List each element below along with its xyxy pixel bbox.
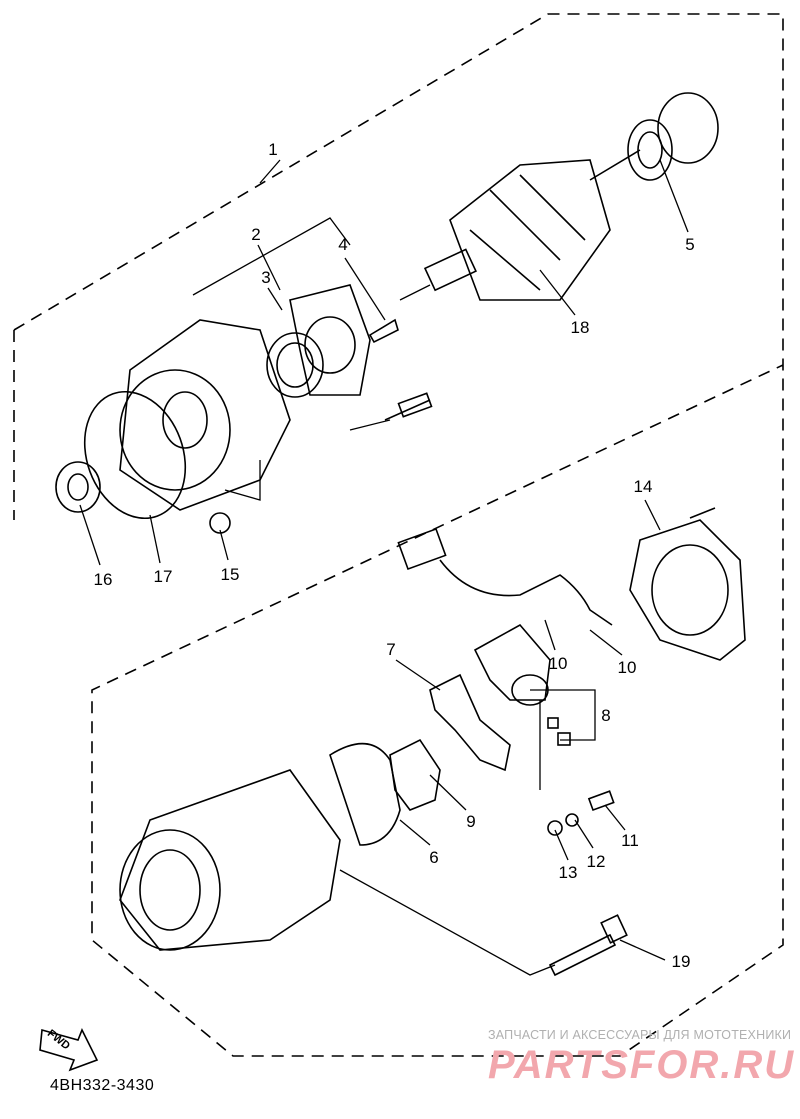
part-bracket-7 xyxy=(429,673,511,772)
part-stator-housing xyxy=(119,769,341,951)
part-rear-cover-14 xyxy=(629,507,746,661)
watermark-tagline: ЗАПЧАСТИ И АКСЕССУАРЫ ДЛЯ МОТОТЕХНИКИ xyxy=(488,1028,792,1042)
part-bolt-19 xyxy=(548,914,628,977)
part-o-ring-17 xyxy=(83,390,187,520)
callout-number: 15 xyxy=(220,565,240,584)
part-wire-connector xyxy=(397,527,613,626)
callout-number: 9 xyxy=(466,812,476,831)
callout-number: 19 xyxy=(671,952,691,971)
callout-number: 5 xyxy=(685,235,695,254)
callout-number: 13 xyxy=(558,863,578,882)
callout-number: 4 xyxy=(338,235,348,254)
fwd-arrow-icon xyxy=(39,1028,99,1072)
part-brush-holder-8 xyxy=(473,623,571,746)
callout-number: 12 xyxy=(586,852,606,871)
part-rotor-18 xyxy=(423,149,641,301)
callout-number: 1 xyxy=(268,140,278,159)
part-screw-4 xyxy=(368,318,433,421)
diagram-code: 4BH332-3430 xyxy=(50,1077,155,1094)
callout-number: 10 xyxy=(548,654,568,673)
part-front-housing xyxy=(119,319,291,511)
callout-number: 8 xyxy=(601,706,611,725)
part-nut-15 xyxy=(209,512,231,534)
callout-number: 16 xyxy=(93,570,113,589)
callout-number: 6 xyxy=(429,848,439,867)
part-seal-3 xyxy=(266,332,324,398)
part-bearing-16 xyxy=(55,461,101,513)
callout-number: 11 xyxy=(621,831,639,850)
assembly-boundary xyxy=(13,13,784,1057)
callout-number: 3 xyxy=(261,268,271,287)
callout-number: 14 xyxy=(633,477,653,496)
callout-number: 17 xyxy=(153,567,173,586)
callout-number: 2 xyxy=(251,225,261,244)
part-diode-plate-6 xyxy=(329,742,401,846)
part-plate-2 xyxy=(289,284,371,396)
callout-number: 7 xyxy=(386,640,396,659)
part-bearing-5 xyxy=(627,92,719,181)
callout-number: 10 xyxy=(617,658,637,677)
part-washers-11-13 xyxy=(547,790,615,836)
leader-lines xyxy=(79,159,689,976)
watermark-logo: PARTSFOR.RU xyxy=(488,1043,796,1087)
part-regulator-9 xyxy=(389,738,441,811)
callout-number: 18 xyxy=(570,318,590,337)
